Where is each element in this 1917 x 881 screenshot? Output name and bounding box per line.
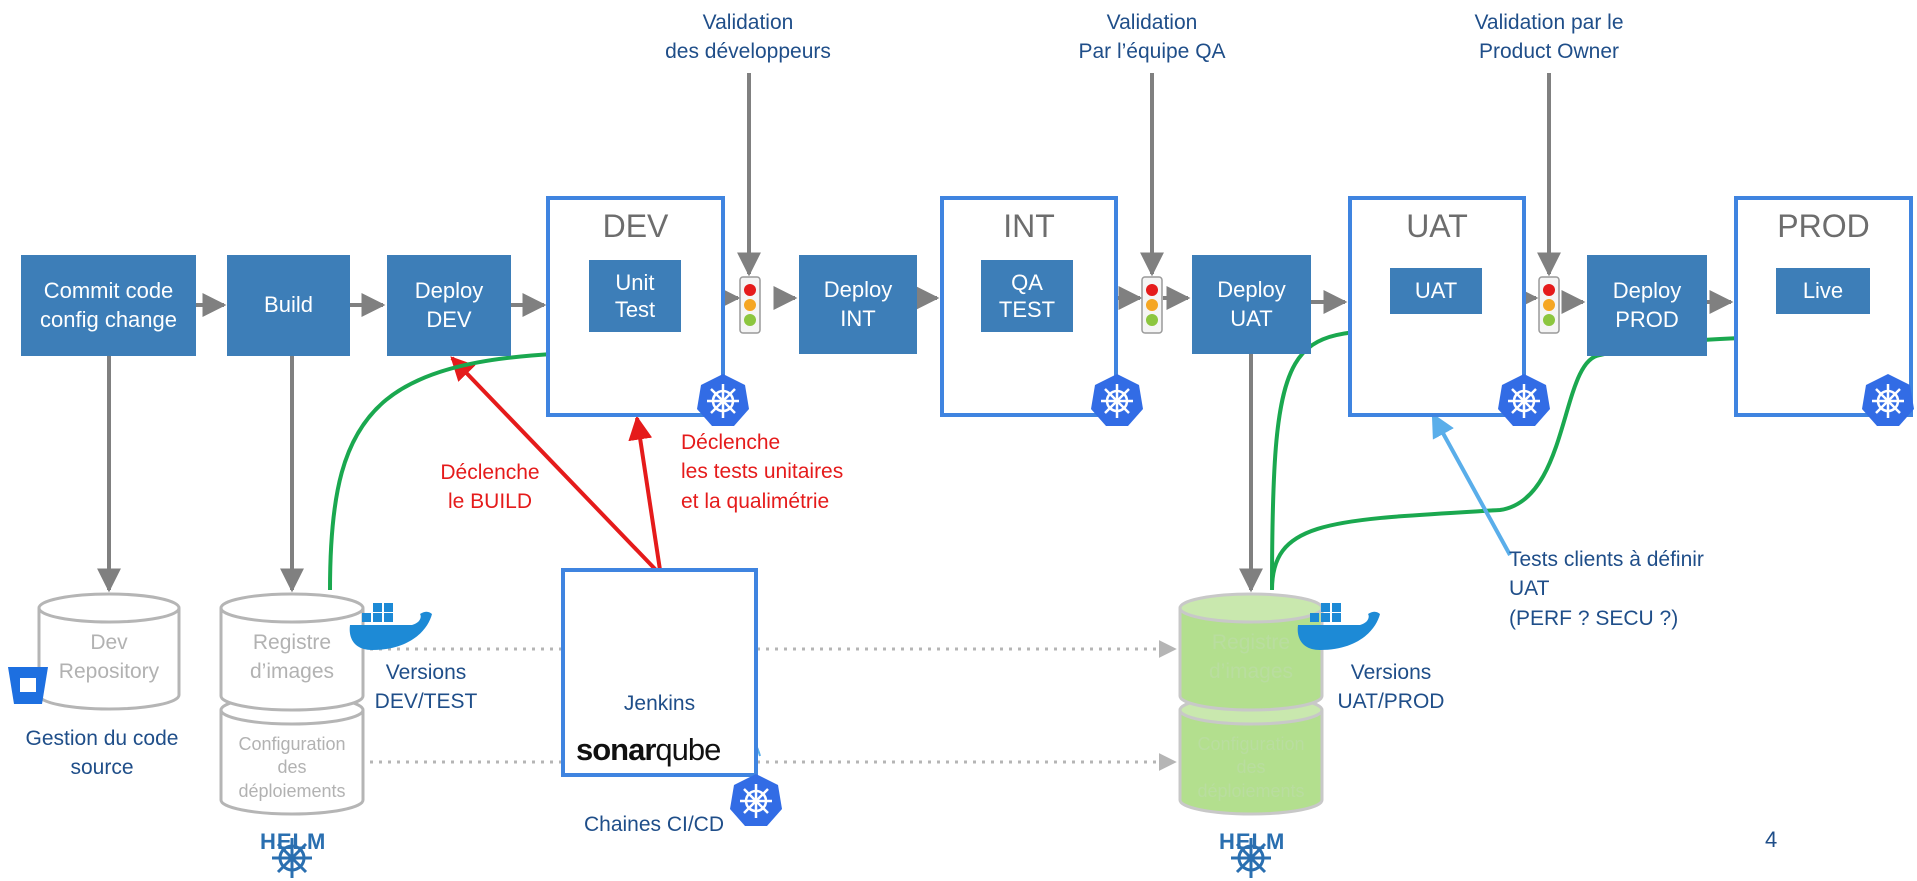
helm-icon [272, 838, 312, 878]
client-tests-label: Tests clients à définir UAT (PERF ? SECU… [1509, 548, 1704, 630]
kubernetes-icon [730, 774, 782, 826]
jenkins-label: Jenkins [623, 692, 696, 715]
dotted-links [370, 640, 1177, 771]
qa-test-box: QA TEST [981, 260, 1073, 332]
helm-label: HELM [260, 829, 327, 854]
validation-dev-label: Validation des développeurs [665, 11, 831, 64]
deploy-int-stage: Deploy INT [799, 255, 917, 354]
client-tests-arrow [1431, 412, 1512, 556]
env-dev: DEV Unit Test [546, 196, 725, 417]
registry-uat-label: Registre d’images [1208, 631, 1294, 684]
env-int-title: INT [1003, 208, 1055, 244]
env-prod-title: PROD [1777, 208, 1870, 244]
deploy-dev-stage: Deploy DEV [387, 255, 511, 356]
versions-uat-label: Versions UAT/PROD [1337, 661, 1445, 714]
registry-dev-label: Registre d’images [249, 631, 335, 684]
env-dev-title: DEV [602, 208, 669, 244]
kubernetes-icon [1862, 374, 1914, 426]
deploy-uat-stage: Deploy UAT [1192, 255, 1311, 354]
page-number: 4 [1765, 827, 1778, 852]
validation-qa-label: Validation Par l’équipe QA [1078, 11, 1226, 64]
config-dev-label: Configuration des déploiements [238, 734, 346, 801]
docker-icon [1297, 603, 1380, 650]
bitbucket-icon [8, 667, 48, 704]
registry-cylinder-uat [1178, 592, 1324, 816]
kubernetes-icon [697, 374, 749, 426]
dev-repository-label: Dev Repository [58, 631, 160, 684]
registry-cylinder-dev [219, 592, 365, 816]
flow-arrows [196, 286, 1734, 317]
trigger-arrows [450, 356, 662, 572]
helm-label: HELM [1219, 829, 1286, 854]
versions-dev-label: Versions DEV/TEST [374, 661, 478, 714]
validation-arrows [737, 73, 1561, 277]
source-mgmt-label: Gestion du code source [25, 727, 179, 780]
storage-arrows [97, 352, 1263, 593]
unit-test-box: Unit Test [589, 260, 681, 332]
docker-icon [349, 603, 432, 650]
sonarqube-logo-bold: sonar [576, 732, 656, 767]
kubernetes-icon [1091, 374, 1143, 426]
kubernetes-icon [1498, 374, 1550, 426]
cicd-box [561, 568, 758, 777]
cicd-label: Chaines CI/CD [583, 813, 725, 836]
build-stage: Build [227, 255, 350, 356]
helm-icon [1231, 838, 1271, 878]
sonarqube-logo-light: qube [655, 732, 721, 767]
env-uat-title: UAT [1406, 208, 1468, 244]
validation-po-label: Validation par le Product Owner [1474, 11, 1624, 64]
commit-stage: Commit code config change [21, 255, 196, 356]
dev-repository-cylinder [37, 592, 181, 711]
env-int: INT QA TEST [940, 196, 1118, 417]
sonarqube-logo: sonarqube [576, 732, 721, 768]
env-uat: UAT UAT [1348, 196, 1526, 417]
config-uat-label: Configuration des déploiements [1197, 734, 1305, 801]
trigger-build-label: Déclenche le BUILD [440, 461, 540, 514]
live-box: Live [1776, 268, 1870, 314]
deploy-prod-stage: Deploy PROD [1587, 255, 1707, 356]
uat-box: UAT [1390, 268, 1482, 314]
trigger-tests-label: Déclenche les tests unitaires et la qual… [681, 431, 844, 513]
